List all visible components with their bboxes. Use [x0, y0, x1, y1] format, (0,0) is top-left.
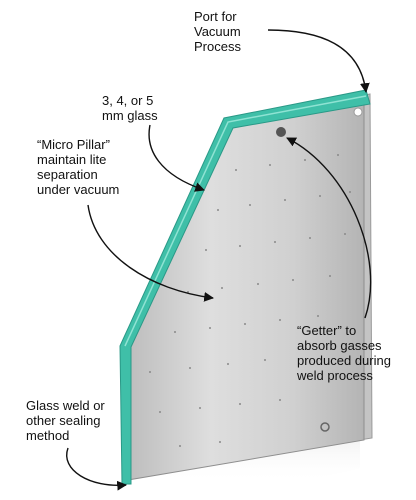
callout-line: produced during: [297, 353, 391, 368]
callout-glass-weld: Glass weld or other sealing method: [26, 398, 105, 443]
arrow-getter: [286, 137, 372, 319]
callout-line: weld process: [297, 368, 373, 383]
callout-line: absorb gasses: [297, 338, 382, 353]
edge-ring: [320, 422, 330, 432]
callout-line: 3, 4, or 5: [102, 93, 154, 108]
arrow-glass: [148, 124, 205, 192]
arrow-pillar: [87, 204, 214, 302]
callout-line: other sealing: [26, 413, 101, 428]
callout-glass-thickness: 3, 4, or 5 mm glass: [102, 93, 158, 123]
callout-line: Port for: [194, 9, 237, 24]
callout-vacuum-port: Port for Vacuum Process: [194, 9, 241, 54]
callout-line: “Getter” to: [297, 323, 357, 338]
callout-line: Vacuum: [194, 24, 241, 39]
callout-line: “Micro Pillar”: [37, 137, 110, 152]
callout-line: maintain lite: [37, 152, 107, 167]
callout-micro-pillar: “Micro Pillar” maintain lite separation …: [37, 137, 119, 197]
callout-line: under vacuum: [37, 182, 120, 197]
callout-line: Glass weld or: [26, 398, 105, 413]
getter-dot: [276, 127, 286, 137]
callout-line: Process: [194, 39, 241, 54]
callout-line: method: [26, 428, 70, 443]
arrow-weld: [66, 447, 127, 491]
leader-lines: [66, 29, 372, 491]
front-glass-pane: [127, 97, 365, 481]
glass-edge-highlight: [124, 95, 367, 347]
arrow-port: [267, 29, 370, 93]
callout-getter: “Getter” to absorb gasses produced durin…: [297, 323, 391, 383]
callout-line: separation: [37, 167, 98, 182]
vacuum-port: [353, 107, 363, 117]
micro-pillars: [149, 154, 351, 447]
callout-line: mm glass: [102, 108, 158, 123]
